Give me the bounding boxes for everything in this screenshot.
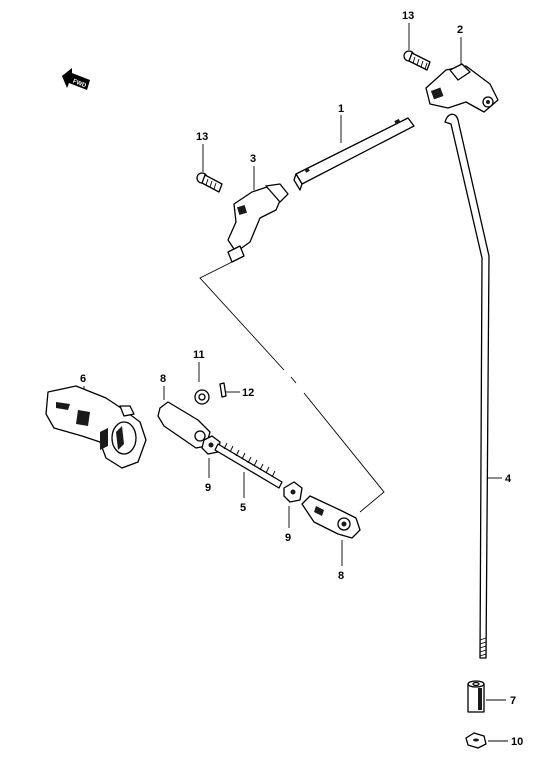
link-wire xyxy=(199,257,385,513)
part-12-pin xyxy=(219,382,240,398)
part-1-shaft xyxy=(293,115,415,191)
callout-6: 6 xyxy=(80,373,86,385)
callout-10: 10 xyxy=(511,736,523,748)
part-13-bolt-lower xyxy=(196,144,223,193)
part-8-joint-lower xyxy=(301,495,361,566)
part-11-washer xyxy=(194,362,210,405)
part-2-bracket xyxy=(425,37,499,113)
part-9-nut-left xyxy=(201,435,221,478)
part-7-sleeve xyxy=(467,680,506,713)
part-5-threaded-rod xyxy=(214,442,283,498)
part-6-arm xyxy=(45,385,147,469)
callout-13-lower: 13 xyxy=(196,131,208,143)
callout-3: 3 xyxy=(250,153,256,165)
callout-5: 5 xyxy=(240,502,246,514)
callout-2: 2 xyxy=(457,24,463,36)
part-10-nut xyxy=(465,732,508,749)
callout-4: 4 xyxy=(505,473,512,485)
fwd-label: FWD xyxy=(72,79,88,90)
callout-8-lower: 8 xyxy=(338,570,344,582)
part-4-rod xyxy=(444,113,502,659)
callout-12: 12 xyxy=(242,387,254,399)
arrow-icon xyxy=(62,68,90,90)
callout-7: 7 xyxy=(510,695,516,707)
callout-11: 11 xyxy=(193,349,205,361)
part-9-nut-right xyxy=(283,481,303,528)
callout-8-upper: 8 xyxy=(160,373,166,385)
part-13-bolt-upper xyxy=(403,23,431,71)
part-3-lever xyxy=(227,166,289,263)
fwd-direction-marker: FWD xyxy=(62,68,90,90)
callout-9-right: 9 xyxy=(285,532,291,544)
callout-1: 1 xyxy=(338,103,344,115)
callout-9-left: 9 xyxy=(205,482,211,494)
callout-13-upper: 13 xyxy=(402,10,414,22)
